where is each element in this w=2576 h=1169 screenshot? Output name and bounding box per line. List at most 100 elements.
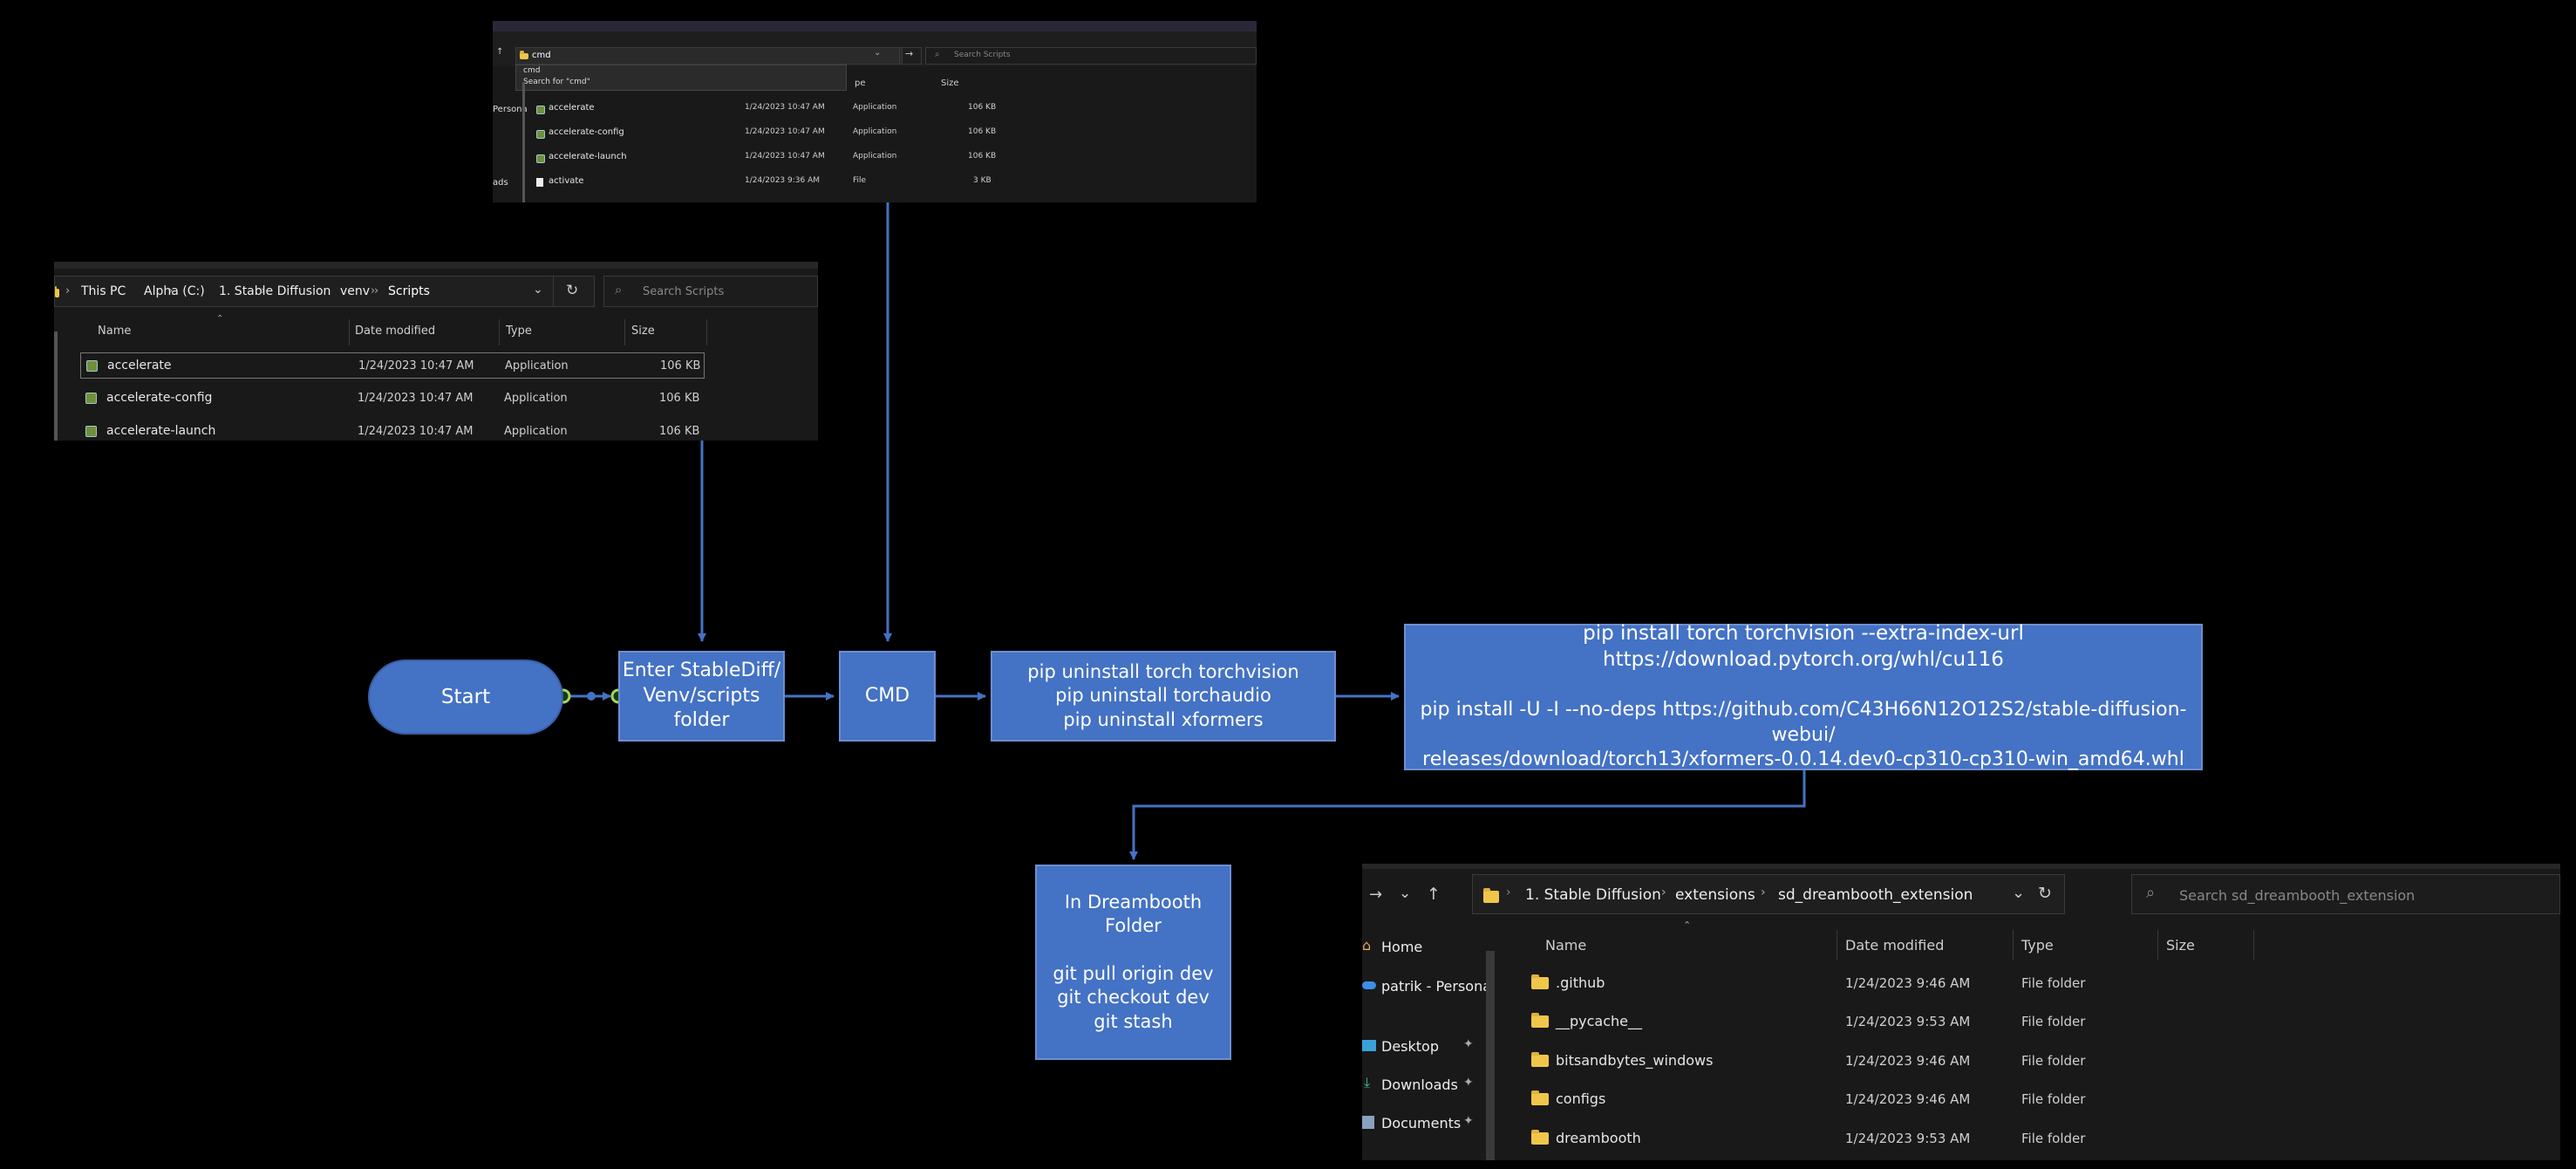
column-date[interactable]: Date modified [1845,937,1945,954]
application-icon [536,130,545,139]
column-size[interactable]: Size [2166,937,2195,954]
address-text[interactable]: cmd [532,51,551,60]
column-divider[interactable] [2013,930,2014,960]
sidebar-item-label: Home [1381,939,1423,955]
refresh-icon[interactable]: ↻ [2038,884,2052,903]
sort-up-icon: ⌃ [1683,919,1692,931]
column-name[interactable]: Name [98,325,132,338]
search-input[interactable]: ⌕ Search Scripts [603,276,818,307]
table-row[interactable]: accelerate-launch 1/24/2023 10:47 AM App… [80,419,705,441]
column-type[interactable]: Type [2021,937,2054,954]
breadcrumb[interactable]: › 1. Stable Diffusion › extensions › sd_… [1472,874,2065,914]
breadcrumb[interactable]: › This PC › Alpha (C:) › 1. Stable Diffu… [54,276,595,307]
pin-icon[interactable]: ✦ [1463,1076,1474,1090]
go-button[interactable] [899,47,922,65]
breadcrumb-item[interactable]: extensions [1675,886,1755,904]
sidebar-item-downloads[interactable]: ads [493,178,508,188]
column-divider[interactable] [499,319,500,345]
chevron-down-icon[interactable]: ⌄ [533,283,543,297]
file-name: accelerate-launch [106,424,216,438]
sidebar-item-label: Documents [1381,1115,1462,1131]
table-row[interactable]: bitsandbytes_windows 1/24/2023 9:46 AM F… [1528,1046,2252,1076]
file-type: Application [504,425,568,438]
column-size[interactable]: Size [631,325,655,338]
pin-icon[interactable]: ✦ [1463,1114,1474,1128]
column-divider[interactable] [2253,930,2254,960]
title-bar [1362,864,2560,869]
folder-icon [55,286,59,297]
install-xformers-label: pip install -U -I --no-deps https://gith… [1420,699,2187,771]
chevron-down-icon[interactable]: ⌄ [2012,884,2026,902]
sidebar-item-downloads[interactable]: ⤓ Downloads ✦ [1362,1071,1484,1097]
column-type[interactable]: Type [506,325,532,338]
folder-date: 1/24/2023 9:53 AM [1845,1131,1971,1146]
cloud-icon [1362,981,1376,989]
up-arrow-icon[interactable]: ↑ [496,47,504,57]
chevron-down-icon[interactable]: ⌄ [1399,885,1412,902]
table-row[interactable]: accelerate 1/24/2023 10:47 AM Applicatio… [80,352,705,379]
column-divider[interactable] [349,319,350,345]
folder-name: bitsandbytes_windows [1556,1052,1714,1069]
autocomplete-dropdown: cmd Search for "cmd" [515,65,847,91]
document-icon [1362,1116,1374,1129]
suggestion-item[interactable]: cmd [523,66,541,75]
enter-folder-label: Enter StableDiff/ Venv/scripts folder [622,660,781,732]
forward-arrow-icon[interactable]: → [1369,885,1383,904]
address-bar[interactable]: cmd [515,47,903,65]
table-row[interactable]: accelerate 1/24/2023 10:47 AM Applicatio… [536,101,1060,124]
chevron-down-icon[interactable]: ⌄ [874,48,882,58]
column-divider[interactable] [624,319,625,345]
file-name: activate [549,176,584,186]
arrow-right-icon: → [905,48,914,59]
sidebar-scrollbar[interactable] [1486,951,1495,1160]
breadcrumb-item[interactable]: Scripts [388,284,430,298]
folder-icon [520,51,528,59]
folder-date: 1/24/2023 9:46 AM [1845,975,1971,991]
breadcrumb-item[interactable]: Alpha (C:) [144,284,205,298]
breadcrumb-item[interactable]: 1. Stable Diffusion [219,284,331,298]
table-row[interactable]: accelerate-launch 1/24/2023 10:47 AM App… [536,150,1060,173]
breadcrumb-item[interactable]: venv [340,284,371,298]
start-label: Start [440,686,491,708]
folder-name: __pycache__ [1556,1013,1643,1029]
breadcrumb-item[interactable]: 1. Stable Diffusion [1525,886,1661,904]
file-size: 106 KB [968,103,997,112]
application-icon [536,154,545,163]
table-row[interactable]: dreambooth 1/24/2023 9:53 AM File folder [1528,1124,2252,1153]
column-divider[interactable] [2157,930,2158,960]
folder-icon [1531,1130,1549,1145]
sidebar-item-desktop[interactable]: Desktop ✦ [1362,1033,1484,1059]
refresh-button[interactable]: ↻ [553,276,595,307]
sidebar-scrollbar[interactable] [522,82,525,202]
table-row[interactable]: .github 1/24/2023 9:46 AM File folder [1528,968,2252,998]
column-date[interactable]: Date modified [355,325,436,338]
sidebar-item-home[interactable]: ⌂ Home [1362,933,1484,960]
pin-icon[interactable]: ✦ [1463,1037,1474,1051]
folder-type: File folder [2021,1014,2086,1029]
sidebar-item-personal[interactable]: Persona [493,105,528,114]
table-row[interactable]: accelerate-config 1/24/2023 10:47 AM App… [80,386,705,412]
file-size: 106 KB [968,127,997,136]
table-row[interactable]: configs 1/24/2023 9:46 AM File folder [1528,1084,2252,1114]
table-row[interactable]: __pycache__ 1/24/2023 9:53 AM File folde… [1528,1007,2252,1036]
sidebar-scrollbar[interactable] [54,332,58,441]
column-size[interactable]: Size [941,79,959,88]
table-row[interactable]: activate 1/24/2023 9:36 AM File 3 KB [536,174,1060,197]
search-input[interactable]: ⌕ Search Scripts [925,47,1257,65]
search-placeholder: Search sd_dreambooth_extension [2179,887,2416,904]
column-type[interactable]: pe [855,79,866,88]
breadcrumb-item[interactable]: This PC [81,284,126,298]
sidebar-item-personal[interactable]: patrik - Persona [1362,973,1493,999]
column-divider[interactable] [706,319,707,345]
chevron-right-icon: › [371,284,376,297]
connection-point [587,692,596,701]
column-name[interactable]: Name [1545,937,1587,954]
sidebar-item-documents[interactable]: Documents ✦ [1362,1110,1484,1136]
table-row[interactable]: accelerate-config 1/24/2023 10:47 AM App… [536,126,1060,148]
search-for-item[interactable]: Search for "cmd" [523,78,590,86]
search-input[interactable]: ⌕ Search sd_dreambooth_extension [2131,874,2560,914]
folder-date: 1/24/2023 9:46 AM [1845,1053,1971,1069]
breadcrumb-item[interactable]: sd_dreambooth_extension [1778,886,1973,904]
up-arrow-icon[interactable]: ↑ [1427,885,1441,904]
chevron-right-icon: › [374,284,379,297]
